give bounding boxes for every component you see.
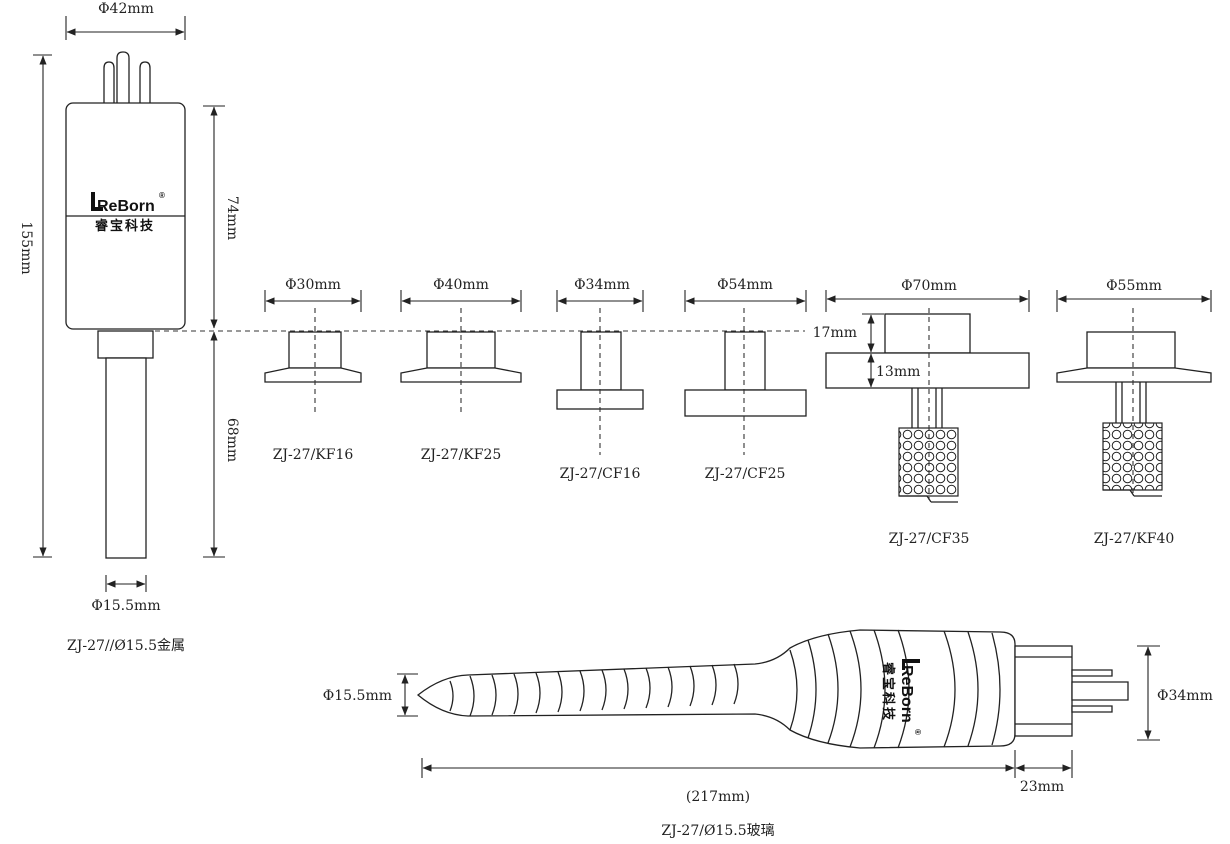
flange-neck (1086, 331, 1176, 369)
flange-caption: ZJ-27/KF40 (1094, 531, 1175, 547)
dim-label-total-height: 155mm (18, 221, 34, 274)
reborn-logo-mark (902, 659, 920, 670)
flange-caption: ZJ-27/KF16 (273, 447, 354, 463)
metal-gauge-neck (97, 330, 154, 359)
flange-disk (825, 352, 1030, 389)
feedthrough-wires (911, 388, 943, 428)
metal-gauge-pins (103, 51, 151, 104)
dim-label-diameter: Φ55mm (1106, 278, 1162, 294)
flange-neck (580, 331, 622, 391)
metal-gauge-logo: ReBorn ® 睿宝科技 (91, 191, 165, 233)
glass-gauge-pins (1071, 669, 1129, 713)
glass-gauge-caption: ZJ-27/Ø15.5玻璃 (661, 822, 774, 839)
flange-cf25: Φ54mm ZJ-27/CF25 (684, 277, 807, 482)
dim-label-upper-height: 17mm (813, 325, 857, 341)
brand-logo-text: ReBorn (97, 198, 155, 215)
flange-neck (884, 313, 971, 354)
flange-disk (264, 367, 362, 383)
metal-gauge-caption: ZJ-27//Ø15.5金属 (67, 638, 185, 654)
dim-label-diameter: Φ54mm (717, 277, 773, 293)
flange-kf25: Φ40mm ZJ-27/KF25 (400, 277, 522, 463)
brand-chinese-name: 睿宝科技 (881, 662, 896, 722)
brand-logo-text: ReBorn (898, 665, 915, 723)
flange-cf35: Φ70mm 17mm 13mm ZJ-27/CF35 (813, 278, 1030, 547)
flange-caption: ZJ-27/CF16 (560, 466, 641, 482)
reborn-logo-mark (91, 192, 103, 211)
brand-chinese-name: 睿宝科技 (95, 218, 155, 233)
dim-label-body-height: 74mm (224, 196, 240, 240)
flange-neck (724, 331, 766, 391)
dim-label-diameter: Φ70mm (901, 278, 957, 294)
dim-label-tube-diameter: Φ15.5mm (91, 598, 160, 614)
metal-gauge: ReBorn ® 睿宝科技 Φ42mm 155mm 74mm 68mm Φ15.… (18, 1, 240, 654)
registered-mark: ® (913, 729, 922, 735)
flange-disk (1056, 367, 1212, 383)
glass-gauge-filament (449, 629, 1001, 749)
dim-label-lower-height: 13mm (876, 364, 920, 380)
flange-caption: ZJ-27/KF25 (421, 447, 502, 463)
dim-label-diameter: Φ34mm (574, 277, 630, 293)
flange-kf40: Φ55mm ZJ-27/KF40 (1056, 278, 1212, 547)
dim-label-main-length: (217mm) (686, 789, 750, 805)
flange-cf16: Φ34mm ZJ-27/CF16 (556, 277, 644, 482)
dim-label-tip-diameter: Φ15.5mm (323, 688, 392, 704)
dim-label-diameter: Φ40mm (433, 277, 489, 293)
flange-caption: ZJ-27/CF25 (705, 466, 786, 482)
flange-caption: ZJ-27/CF35 (889, 531, 970, 547)
feedthrough-wires (1115, 382, 1147, 423)
glass-gauge-envelope (416, 629, 1016, 749)
flange-kf16: Φ30mm ZJ-27/KF16 (264, 277, 362, 463)
dim-label-tube-height: 68mm (224, 418, 240, 462)
dim-label-top-diameter: Φ42mm (98, 1, 154, 17)
break-line (1103, 489, 1162, 497)
registered-mark: ® (159, 191, 165, 200)
dim-label-diameter: Φ30mm (285, 277, 341, 293)
metal-gauge-tube (105, 357, 147, 559)
flange-disk (684, 389, 807, 417)
glass-gauge-base (1014, 645, 1073, 737)
glass-gauge-logo: ReBorn ® 睿宝科技 (881, 659, 922, 735)
glass-gauge: ReBorn ® 睿宝科技 Φ15.5mm Φ34mm (217mm) 23mm… (323, 629, 1213, 839)
dim-label-base-diameter: Φ34mm (1157, 688, 1213, 704)
dim-label-base-length: 23mm (1020, 779, 1064, 795)
